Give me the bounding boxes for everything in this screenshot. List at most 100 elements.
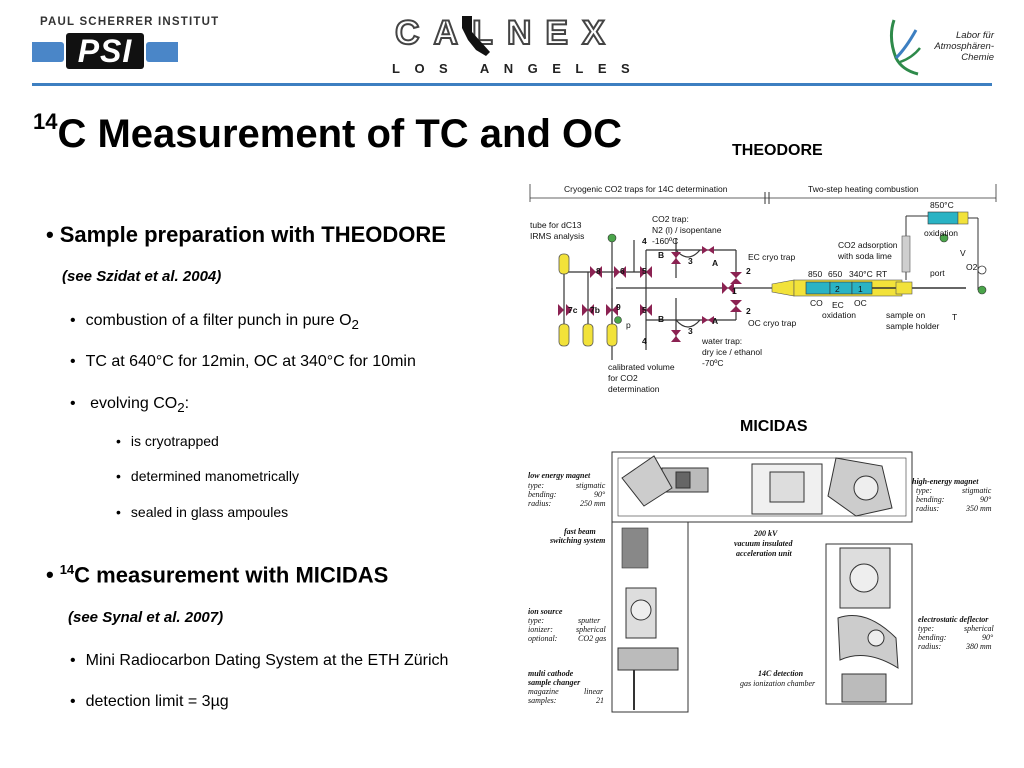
- ion-source-type-value: sputter: [578, 616, 601, 625]
- electrostatic-bending-value: 90°: [982, 633, 994, 642]
- calibrated-line3: determination: [608, 384, 660, 394]
- electrostatic-type-label: type:: [918, 624, 934, 633]
- valve-7c: 7c: [568, 305, 578, 315]
- title-superscript: 14: [33, 108, 58, 134]
- letter-a-top: A: [712, 258, 718, 268]
- multi-cathode-line2: sample changer: [527, 678, 581, 687]
- lac-line-3: Chemie: [961, 52, 994, 63]
- multi-cathode-magazine-value: linear: [584, 687, 604, 696]
- letter-p: p: [626, 320, 631, 330]
- high-energy-title: high-energy magnet: [912, 477, 979, 486]
- valve-8: 8: [596, 266, 601, 276]
- zone-2: 2: [835, 284, 840, 294]
- psi-logo-bar-left: [32, 42, 64, 62]
- micidas-text: C measurement with MICIDAS: [74, 562, 389, 588]
- theodore-header-right: Two-step heating combustion: [808, 184, 919, 194]
- ion-source-type-label: type:: [528, 616, 544, 625]
- high-energy-radius-label: radius:: [916, 504, 939, 513]
- bullet-sample-prep: •Sample preparation with THEODORE: [46, 222, 446, 247]
- lac-line-1: Labor für: [955, 30, 994, 41]
- valve-6: 6: [620, 266, 625, 276]
- sub-bullet-cryotrapped: •is cryotrapped: [116, 433, 219, 449]
- temp-650: 650: [828, 269, 842, 279]
- accel-line2: vacuum insulated: [734, 539, 793, 548]
- tube-dc13-line1: tube for dC13: [530, 220, 582, 230]
- bullet-mini-radiocarbon: •Mini Radiocarbon Dating System at the E…: [70, 652, 449, 669]
- bullet-tc-oc: •TC at 640°C for 12min, OC at 340°C for …: [70, 353, 416, 370]
- psi-logo-text: PSI: [77, 33, 133, 69]
- low-energy-radius-value: 250 mm: [580, 499, 606, 508]
- multi-cathode-samples-value: 21: [596, 696, 604, 705]
- low-energy-bending-label: bending:: [528, 490, 557, 499]
- electrostatic-radius-value: 380 mm: [965, 642, 992, 651]
- electrostatic-radius-label: radius:: [918, 642, 941, 651]
- multi-cathode-samples-label: samples:: [528, 696, 557, 705]
- ion-source-optional-value: CO2 gas: [578, 634, 606, 643]
- sub-bullet-ampoules: •sealed in glass ampoules: [116, 504, 289, 520]
- label-oc: OC: [854, 298, 867, 308]
- combustion-text: combustion of a filter punch in pure O: [85, 312, 352, 329]
- zone-1: 1: [858, 284, 863, 294]
- letter-o2: O2: [966, 262, 978, 272]
- oxidation-top-label: oxidation: [924, 228, 958, 238]
- valve-4-bottom: 4: [642, 336, 647, 346]
- fast-beam-line1: fast beam: [564, 527, 596, 536]
- micidas-caption: MICIDAS: [740, 418, 808, 435]
- water-trap-line3: -70ºC: [702, 358, 724, 368]
- high-energy-bending-label: bending:: [916, 495, 945, 504]
- calibrated-line2: for CO2: [608, 373, 638, 383]
- valve-3-top: 3: [688, 256, 693, 266]
- valve-2-top: 2: [746, 266, 751, 276]
- fast-beam-line2: switching system: [549, 536, 605, 545]
- calnex-logo: CALNEX: [394, 13, 619, 53]
- slide-title: 14C Measurement of TC and OC: [33, 108, 622, 157]
- mini-radiocarbon-text: Mini Radiocarbon Dating System at the ET…: [85, 652, 449, 669]
- detection-line2: gas ionization chamber: [740, 679, 816, 688]
- valve-2-bottom: 2: [746, 306, 751, 316]
- theodore-caption: THEODORE: [732, 142, 823, 159]
- multi-cathode-magazine-label: magazine: [528, 687, 559, 696]
- calibrated-line1: calibrated volume: [608, 362, 675, 372]
- evolving-text: evolving CO: [90, 395, 178, 412]
- valve-5-top: 5: [642, 266, 647, 276]
- ampoules-text: sealed in glass ampoules: [130, 504, 289, 520]
- theodore-header-left: Cryogenic CO2 traps for 14C determinatio…: [564, 184, 728, 194]
- ion-source-optional-label: optional:: [528, 634, 558, 643]
- high-energy-type-value: stigmatic: [962, 486, 992, 495]
- accel-line1: 200 kV: [753, 529, 778, 538]
- lac-line-2: Atmosphären-: [934, 41, 994, 52]
- water-trap-line1: water trap:: [701, 336, 742, 346]
- tc-oc-text: TC at 640°C for 12min, OC at 340°C for 1…: [85, 353, 416, 370]
- valve-7b: 7b: [590, 305, 600, 315]
- low-energy-type-label: type:: [528, 481, 544, 490]
- california-shape-icon: [462, 16, 490, 56]
- co2-trap-line1: CO2 trap:: [652, 214, 689, 224]
- detection-line1: 14C detection: [758, 669, 804, 678]
- high-energy-type-label: type:: [916, 486, 932, 495]
- sub-bullet-manometric: •determined manometrically: [116, 468, 299, 484]
- sample-holder-line2: sample holder: [886, 321, 940, 331]
- co2-adsorption-line1: CO2 adsorption: [838, 240, 898, 250]
- high-energy-bending-value: 90°: [980, 495, 992, 504]
- bullet-combustion: •combustion of a filter punch in pure O2: [70, 312, 359, 333]
- theodore-diagram: Cryogenic CO2 traps for 14C determinatio…: [529, 184, 997, 394]
- bullet-sample-prep-text: Sample preparation with THEODORE: [59, 222, 446, 247]
- co2-trap-line2: N2 (l) / isopentane: [652, 225, 722, 235]
- detection-limit-text: detection limit = 3µg: [85, 693, 229, 710]
- psi-logo-bar-right: [146, 42, 178, 62]
- electrostatic-bending-label: bending:: [918, 633, 947, 642]
- tube-dc13-line2: IRMS analysis: [530, 231, 584, 241]
- ec-cryo-trap-label: EC cryo trap: [748, 252, 796, 262]
- combustion-subscript: 2: [351, 317, 359, 333]
- evolving-subscript: 2: [177, 400, 185, 416]
- temp-850c-top: 850°C: [930, 200, 954, 210]
- valve-1: 1: [732, 286, 737, 296]
- title-text: C Measurement of TC and OC: [57, 112, 622, 156]
- letter-b-bottom: B: [658, 314, 664, 324]
- manometric-text: determined manometrically: [130, 468, 299, 484]
- valve-9: 9: [616, 302, 621, 312]
- evolving-colon: :: [184, 395, 190, 412]
- oxidation-bottom-label: oxidation: [822, 310, 856, 320]
- valve-4-top: 4: [642, 236, 647, 246]
- label-ec: EC: [832, 300, 844, 310]
